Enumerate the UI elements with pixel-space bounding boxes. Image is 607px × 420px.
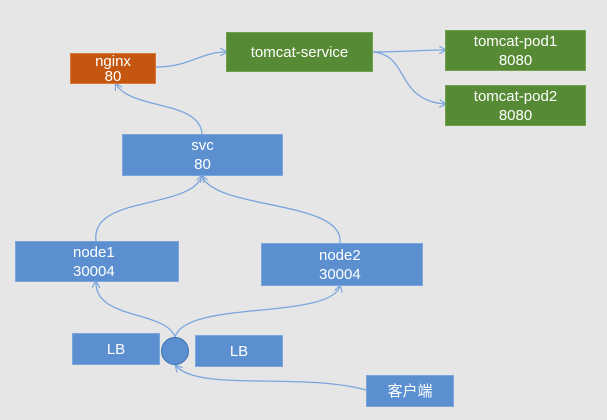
edge-tomcat-service-to-pod1	[372, 50, 445, 52]
node1-node[interactable]: node1 30004	[15, 241, 179, 282]
tomcat-service-label: tomcat-service	[250, 43, 349, 61]
edge-svc-to-nginx	[116, 84, 203, 135]
client-label: 客户端	[387, 381, 433, 400]
node2-port: 30004	[319, 265, 361, 283]
node2-node[interactable]: node2 30004	[261, 243, 423, 286]
edge-tomcat-service-to-pod2	[372, 51, 445, 104]
node2-label: node2	[319, 246, 361, 264]
tomcat-pod2-label: tomcat-pod2	[473, 87, 558, 105]
lb-right-node[interactable]: LB	[195, 335, 283, 367]
nginx-node[interactable]: nginx 80	[70, 53, 156, 84]
tomcat-pod2-node[interactable]: tomcat-pod2 8080	[445, 85, 586, 126]
lb-left-label: LB	[106, 340, 126, 358]
edge-circle-to-node1	[96, 282, 176, 338]
nginx-port: 80	[104, 67, 122, 85]
edge-client-to-circle	[176, 366, 367, 391]
lb-right-label: LB	[229, 342, 249, 360]
tomcat-pod1-port: 8080	[498, 51, 533, 69]
tomcat-service-node[interactable]: tomcat-service	[226, 32, 373, 72]
edge-node1-to-svc	[95, 176, 202, 242]
lb-left-node[interactable]: LB	[72, 333, 160, 365]
edge-node2-to-svc	[202, 176, 341, 244]
node1-port: 30004	[73, 262, 115, 280]
svc-node[interactable]: svc 80	[122, 134, 283, 176]
tomcat-pod1-node[interactable]: tomcat-pod1 8080	[445, 30, 586, 71]
node1-label: node1	[73, 243, 115, 261]
tomcat-pod2-port: 8080	[498, 106, 533, 124]
svc-port: 80	[194, 156, 211, 173]
svc-label: svc	[191, 137, 214, 154]
client-node[interactable]: 客户端	[366, 375, 454, 407]
nginx-label: nginx	[95, 52, 131, 70]
edge-circle-to-node2	[174, 286, 340, 338]
edge-nginx-to-tomcat-service	[155, 52, 226, 68]
entry-point-circle[interactable]	[161, 337, 189, 365]
tomcat-pod1-label: tomcat-pod1	[473, 32, 558, 50]
